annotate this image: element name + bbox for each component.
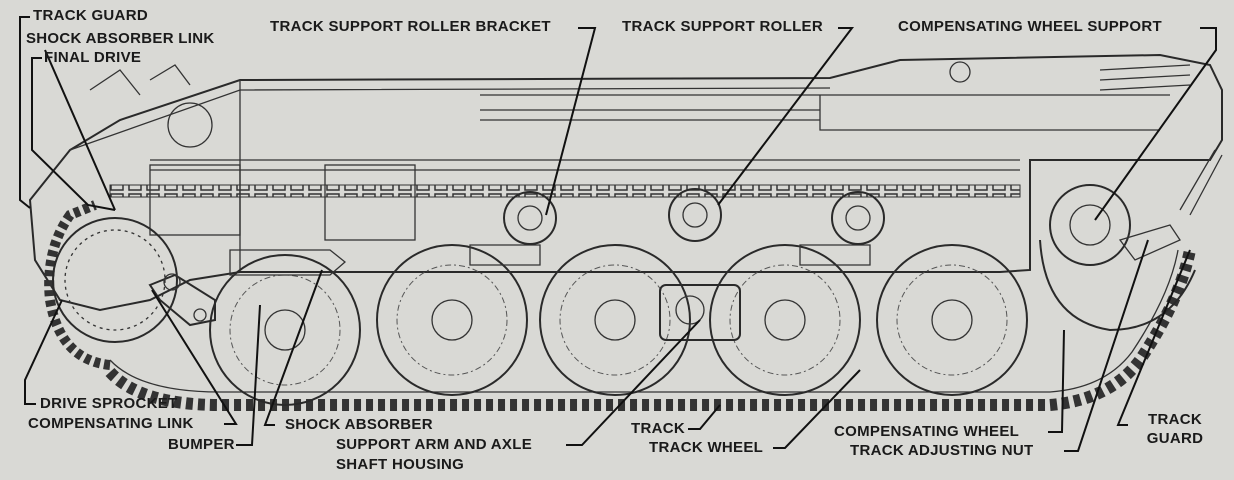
leader-compensating-wheel-support [1094,27,1217,221]
leader-bumper [236,304,261,446]
label-final-drive: FINAL DRIVE [44,49,142,66]
leader-track-guard-right [1116,249,1191,426]
leader-support-arm [566,319,701,446]
label-shock-absorber: SHOCK ABSORBER [285,416,433,433]
track-support-rollers [503,188,885,245]
compensating-link [148,273,216,327]
label-shock-absorber-link: SHOCK ABSORBER LINK [26,30,215,47]
label-compensating-link: COMPENSATING LINK [28,415,194,432]
label-compensating-wheel: COMPENSATING WHEEL [834,423,1020,440]
label-bumper: BUMPER [168,436,235,453]
label-track: TRACK [631,420,685,437]
leader-track-guard-left [19,16,31,209]
track-wheels [209,244,1028,406]
leader-drive-sprocket [24,299,63,405]
leader-shock-absorber-link [44,49,116,211]
leader-track-support-roller-bracket [545,27,597,216]
label-drive-sprocket: DRIVE SPROCKET [40,395,178,412]
label-support-arm-line2: SHAFT HOUSING [336,456,465,473]
compensating-wheel [1039,149,1223,332]
leader-track-adjusting-nut [1064,239,1149,452]
label-track-guard-right-line1: TRACK [1148,411,1202,428]
leader-lines [19,16,1217,452]
leader-track-wheel [773,369,861,449]
drive-sprocket [52,217,178,343]
leader-track-support-roller [717,27,855,206]
label-track-support-roller-bracket: TRACK SUPPORT ROLLER BRACKET [270,18,551,35]
label-track-guard-left: TRACK GUARD [33,7,148,24]
track-belt [44,184,1196,411]
label-support-arm-line1: SUPPORT ARM AND AXLE [336,436,533,453]
leader-shock-absorber [263,269,323,426]
leader-compensating-wheel [1048,329,1065,433]
leader-compensating-link [151,289,238,425]
support-arms [229,244,871,341]
leader-final-drive [31,57,116,211]
hull [28,53,1223,312]
label-track-support-roller: TRACK SUPPORT ROLLER [622,18,823,35]
label-compensating-wheel-support: COMPENSATING WHEEL SUPPORT [898,18,1162,35]
label-track-wheel: TRACK WHEEL [649,439,764,456]
leader-track [688,404,721,430]
label-track-adjusting-nut: TRACK ADJUSTING NUT [850,442,1034,459]
label-track-guard-right-line2: GUARD [1146,430,1204,447]
